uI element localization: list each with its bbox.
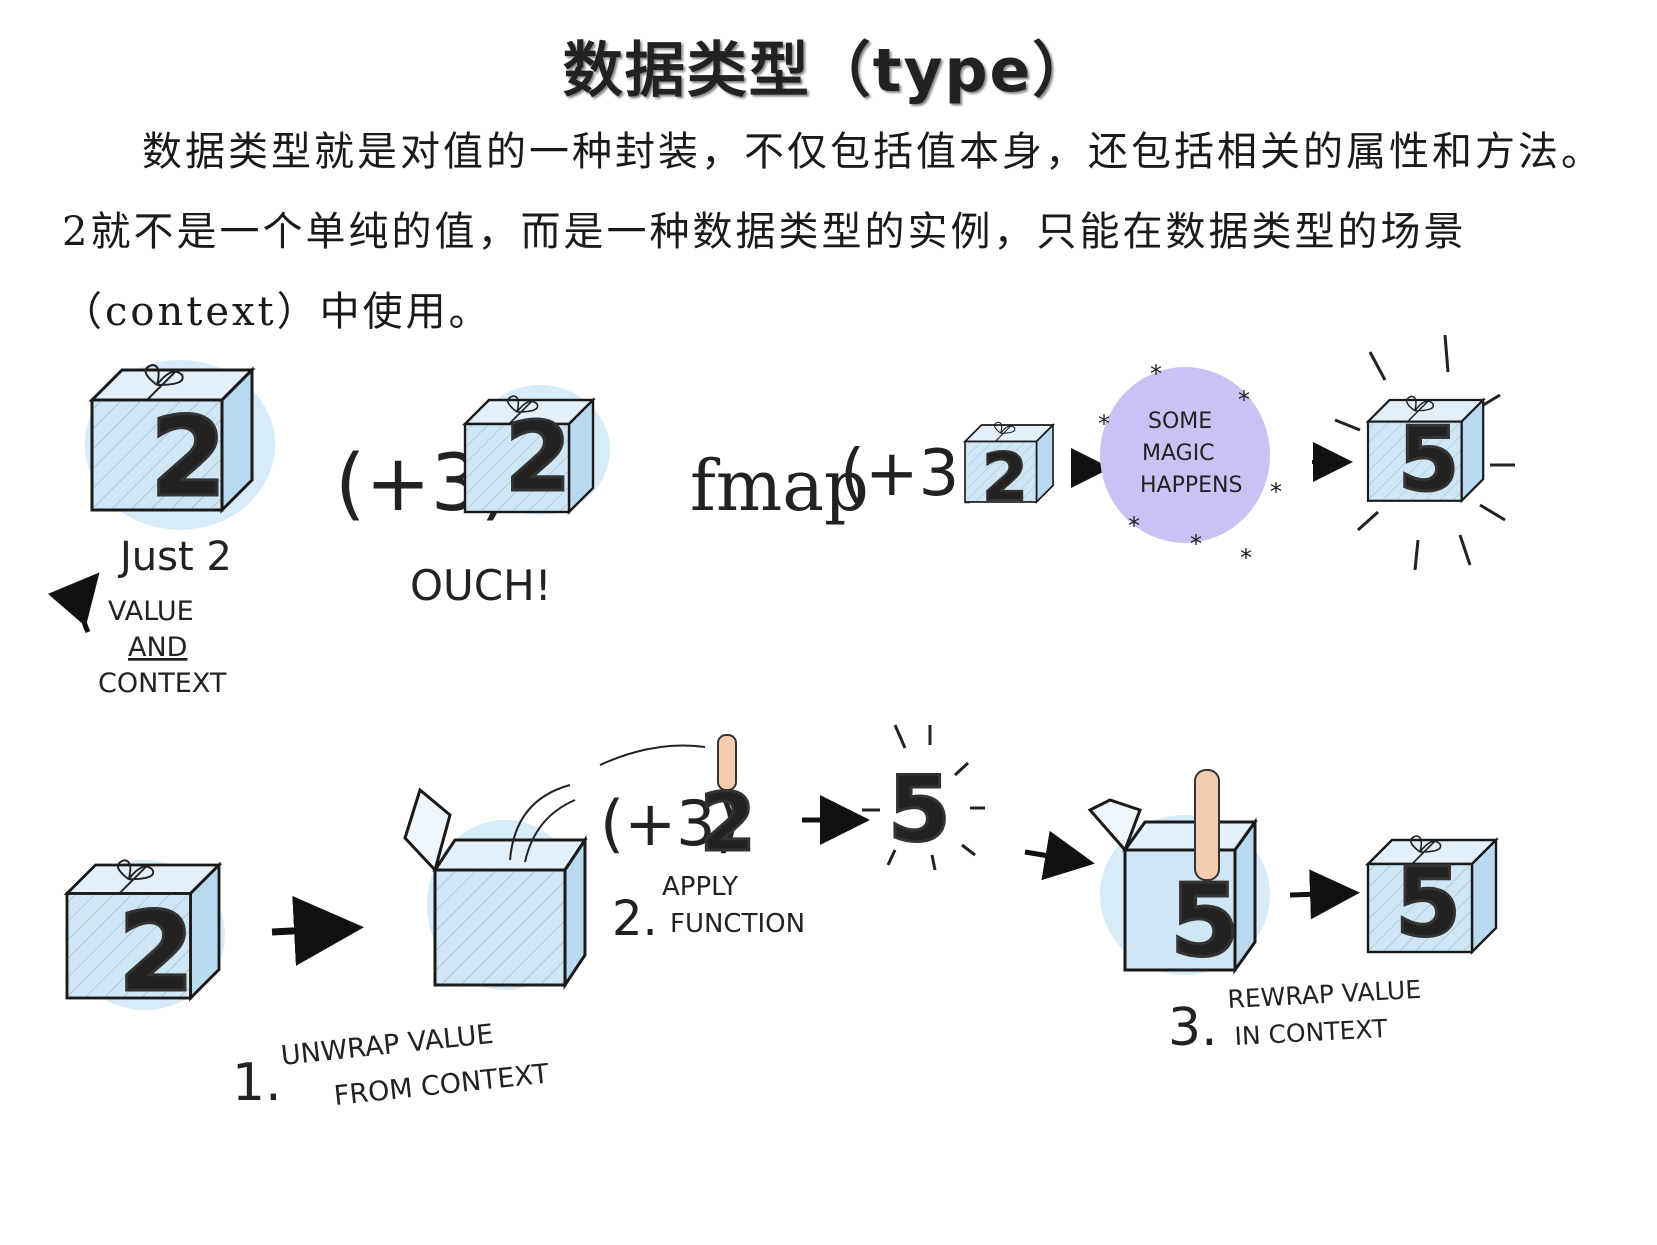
step3-number: 3. <box>1168 998 1218 1058</box>
box-in-value: 5 <box>1170 862 1240 979</box>
arrow-icon <box>1289 869 1360 920</box>
step3-line2: IN CONTEXT <box>1234 1014 1389 1051</box>
arrow-icon <box>271 895 364 966</box>
box2-value: 2 <box>505 403 571 513</box>
hand-holding-2: 2 <box>699 734 757 871</box>
step2-line1: APPLY <box>662 872 738 902</box>
magic-line-1: SOME <box>1148 409 1212 434</box>
apply-function: (+3) <box>600 787 740 860</box>
box-fmap-2: 2 <box>964 421 1054 517</box>
box-ouch-2: 2 <box>463 385 610 515</box>
svg-text:*: * <box>1190 530 1202 558</box>
sparkle-icon <box>862 724 985 871</box>
fmap-function: (+3) <box>840 437 984 511</box>
svg-text:*: * <box>1270 478 1282 506</box>
label-ouch: OUCH! <box>410 561 552 610</box>
box1-value: 2 <box>150 393 227 521</box>
glowing-5: 5 <box>862 724 985 871</box>
page-title: 数据类型（type） <box>562 36 1095 106</box>
step1-number: 1. <box>232 1053 282 1113</box>
glow-value: 5 <box>888 757 951 862</box>
fmap-keyword: fmap <box>690 445 869 527</box>
box-final-5: 5 <box>1366 834 1498 960</box>
step2-number: 2. <box>612 891 658 947</box>
step1-line1: UNWRAP VALUE <box>279 1019 494 1072</box>
box-just-2: 2 <box>85 360 275 530</box>
sparkle-icon <box>1334 334 1515 571</box>
result-value: 5 <box>1398 408 1459 511</box>
arrow-icon <box>1024 830 1095 881</box>
hand-value: 2 <box>700 776 756 869</box>
magic-line-3: HAPPENS <box>1140 473 1242 498</box>
magic-blob: SOME MAGIC HAPPENS * * * * * * * <box>1098 360 1282 572</box>
motion-lines-icon <box>509 784 576 863</box>
motion-lines-icon <box>599 744 706 766</box>
magic-line-2: MAGIC <box>1142 441 1215 466</box>
description-paragraph: 数据类型就是对值的一种封装，不仅包括值本身，还包括相关的属性和方法。2就不是一个… <box>62 129 1604 335</box>
fmap-box-value: 2 <box>982 439 1028 516</box>
step1-line2: FROM CONTEXT <box>332 1059 550 1112</box>
note-and: AND <box>128 632 187 663</box>
start-value: 2 <box>118 888 195 1016</box>
step2-line2: FUNCTION <box>670 909 805 939</box>
box-rewrap-5: 5 <box>1087 769 1270 981</box>
svg-text:*: * <box>1098 410 1110 438</box>
final-value: 5 <box>1395 848 1461 958</box>
box-start-2: 2 <box>65 858 225 1018</box>
svg-text:*: * <box>1238 386 1250 414</box>
svg-text:*: * <box>1240 544 1252 572</box>
label-just-2: Just 2 <box>117 534 232 580</box>
note-value: VALUE <box>108 596 194 627</box>
curved-arrow-icon <box>47 572 100 634</box>
svg-text:*: * <box>1128 512 1140 540</box>
step3-line1: REWRAP VALUE <box>1227 975 1422 1014</box>
box-open-empty <box>403 784 588 990</box>
box-result-5: 5 <box>1334 334 1515 571</box>
svg-text:*: * <box>1150 360 1162 388</box>
note-context: CONTEXT <box>98 668 227 699</box>
